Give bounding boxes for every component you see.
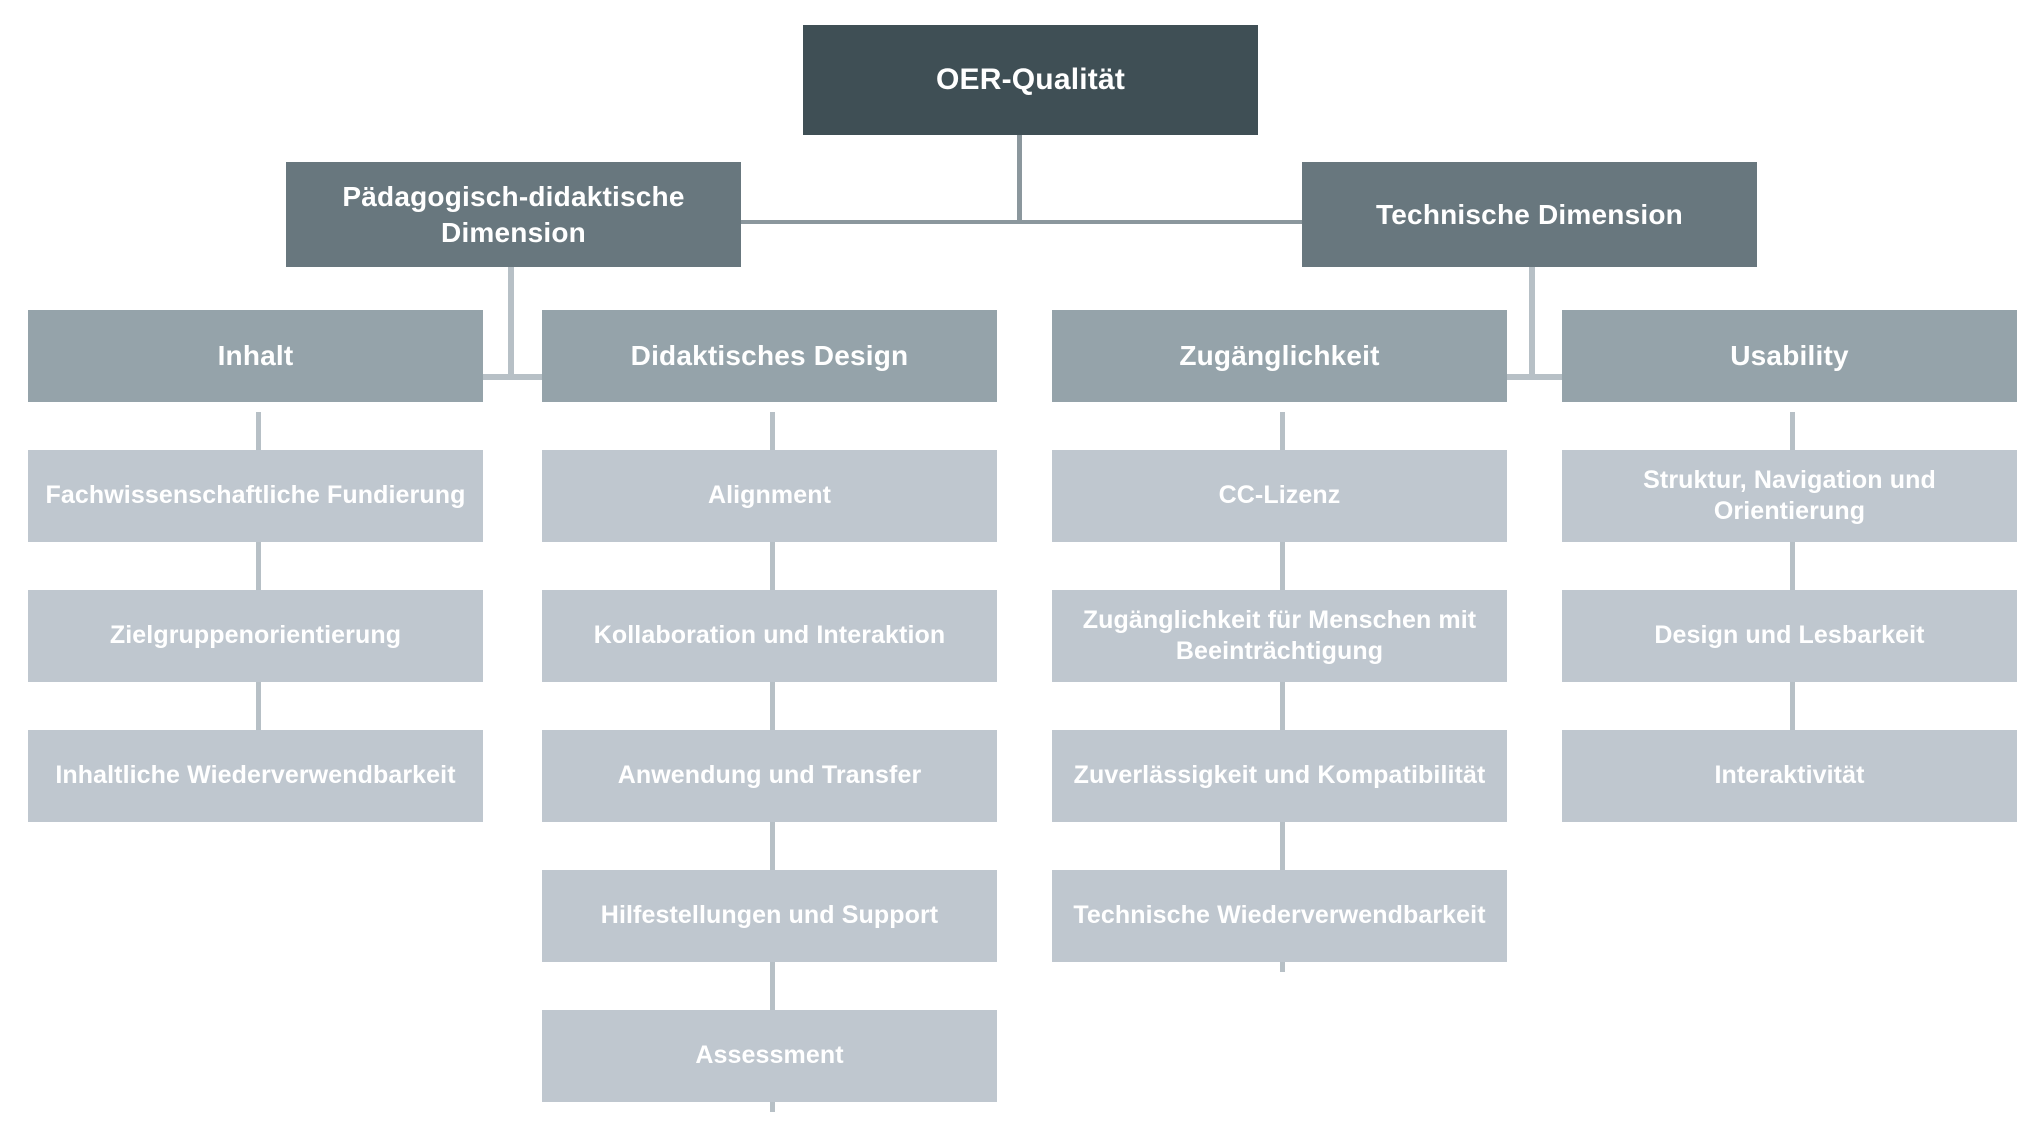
node-criterion-label: Hilfestellungen und Support [600,901,939,930]
node-criterion-label: Zielgruppenorientierung [109,621,402,650]
node-criterion-zuverlaessigkeit-und-kompatibilitaet[interactable]: Zuverlässigkeit und Kompatibilität [1052,730,1507,822]
connector-left-category-bus [410,374,615,380]
connector-dimension-bus [738,220,1304,224]
node-criterion-assessment[interactable]: Assessment [542,1010,997,1102]
node-category-label: Didaktisches Design [630,340,909,372]
node-category-label: Inhalt [217,340,294,372]
node-criterion-cc-lizenz[interactable]: CC-Lizenz [1052,450,1507,542]
node-criterion-label: Alignment [707,481,832,510]
node-criterion-design-und-lesbarkeit[interactable]: Design und Lesbarkeit [1562,590,2017,682]
node-criterion-anwendung-und-transfer[interactable]: Anwendung und Transfer [542,730,997,822]
node-criterion-interaktivitaet[interactable]: Interaktivität [1562,730,2017,822]
node-category-zugaenglichkeit[interactable]: Zugänglichkeit [1052,310,1507,402]
connector-root-stem [1017,134,1022,222]
node-dimension-paedagogisch-didaktisch[interactable]: Pädagogisch-didaktische Dimension [286,162,741,267]
node-criterion-hilfestellungen-und-support[interactable]: Hilfestellungen und Support [542,870,997,962]
node-criterion-technische-wiederverwendbarkeit[interactable]: Technische Wiederverwendbarkeit [1052,870,1507,962]
connector-spine-zugaenglichkeit [1280,412,1285,972]
node-category-usability[interactable]: Usability [1562,310,2017,402]
node-dimension-label: Technische Dimension [1376,198,1683,230]
node-dimension-technisch[interactable]: Technische Dimension [1302,162,1757,267]
node-criterion-label: Technische Wiederverwendbarkeit [1073,901,1486,930]
node-root-oer-qualitaet[interactable]: OER-Qualität [803,25,1258,135]
node-criterion-label: Design und Lesbarkeit [1654,621,1925,650]
node-criterion-label: CC-Lizenz [1218,481,1341,510]
node-criterion-zielgruppenorientierung[interactable]: Zielgruppenorientierung [28,590,483,682]
node-criterion-label: Fachwissenschaftliche Fundierung [45,481,466,510]
connector-right-dimension-stem [1529,266,1535,378]
node-category-inhalt[interactable]: Inhalt [28,310,483,402]
node-criterion-label: Kollaboration und Interaktion [593,621,946,650]
node-criterion-label: Inhaltliche Wiederverwendbarkeit [55,761,456,790]
node-category-didaktisches-design[interactable]: Didaktisches Design [542,310,997,402]
node-criterion-label: Anwendung und Transfer [617,761,922,790]
node-criterion-kollaboration-und-interaktion[interactable]: Kollaboration und Interaktion [542,590,997,682]
node-criterion-label: Assessment [695,1041,844,1070]
node-criterion-fachwissenschaftliche-fundierung[interactable]: Fachwissenschaftliche Fundierung [28,450,483,542]
connector-right-category-bus [1431,374,1636,380]
node-category-label: Usability [1730,340,1849,372]
connector-left-dimension-stem [508,266,514,378]
node-criterion-label: Zugänglichkeit für Menschen mit Beeinträ… [1082,605,1477,666]
node-dimension-label: Pädagogisch-didaktische Dimension [342,181,685,248]
node-root-label: OER-Qualität [935,63,1126,97]
node-category-label: Zugänglichkeit [1179,340,1380,372]
node-criterion-inhaltliche-wiederverwendbarkeit[interactable]: Inhaltliche Wiederverwendbarkeit [28,730,483,822]
node-criterion-alignment[interactable]: Alignment [542,450,997,542]
node-criterion-struktur-navigation-und-orientierung[interactable]: Struktur, Navigation und Orientierung [1562,450,2017,542]
node-criterion-label: Interaktivität [1714,761,1865,790]
node-criterion-zugaenglichkeit-fuer-menschen-mit-beeintraechtigung[interactable]: Zugänglichkeit für Menschen mit Beeinträ… [1052,590,1507,682]
node-criterion-label: Zuverlässigkeit und Kompatibilität [1073,761,1486,790]
node-criterion-label: Struktur, Navigation und Orientierung [1643,465,1936,526]
